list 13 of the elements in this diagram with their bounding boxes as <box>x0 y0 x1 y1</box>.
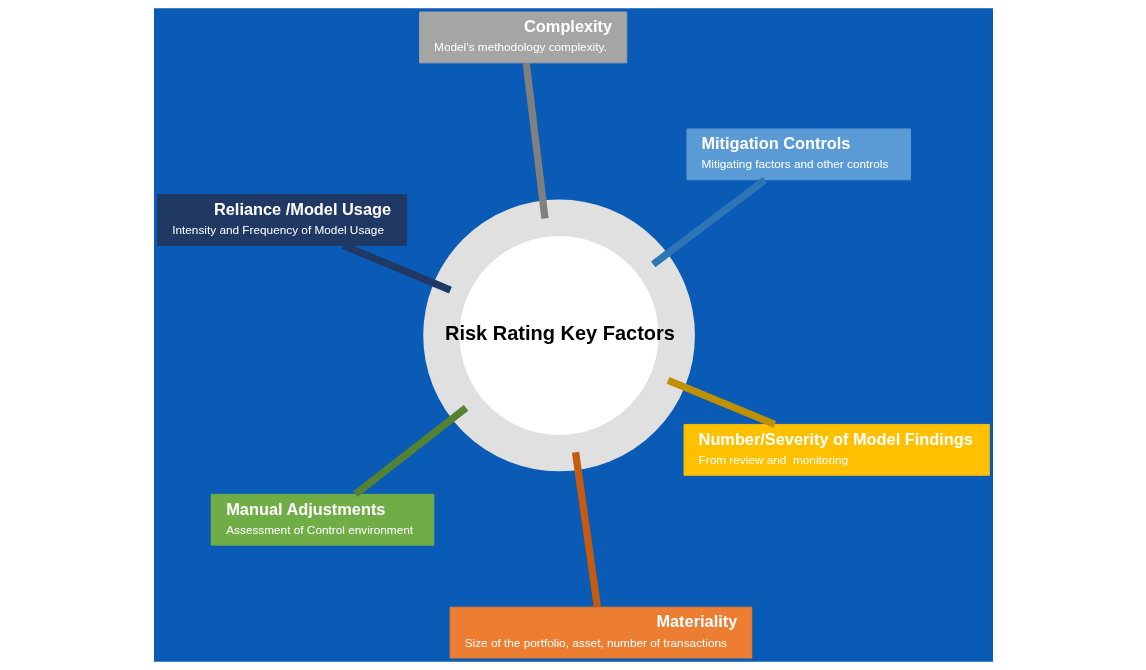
node-box: Mitigation Controls Mitigating factors and other controls <box>685 128 911 181</box>
connector <box>571 451 601 608</box>
node-box: Complexity Model’s methodology complexity. <box>418 11 627 64</box>
connector <box>352 405 468 497</box>
node-box: Manual Adjustments Assessment of Control environment <box>210 493 434 546</box>
node-box: Reliance /Model Usage Intensity and Frequency of Model Usage <box>156 194 407 246</box>
node-box: Number/Severity of Model Findings From review and monitoring <box>683 423 990 476</box>
connector <box>341 242 452 294</box>
node-circle: Risk Rating Key Factors <box>422 199 695 472</box>
connector <box>650 177 767 268</box>
node-box: Materiality Size of the portfolio, asset, number of transactions <box>449 606 752 659</box>
connector <box>522 62 549 219</box>
connector <box>666 376 776 428</box>
